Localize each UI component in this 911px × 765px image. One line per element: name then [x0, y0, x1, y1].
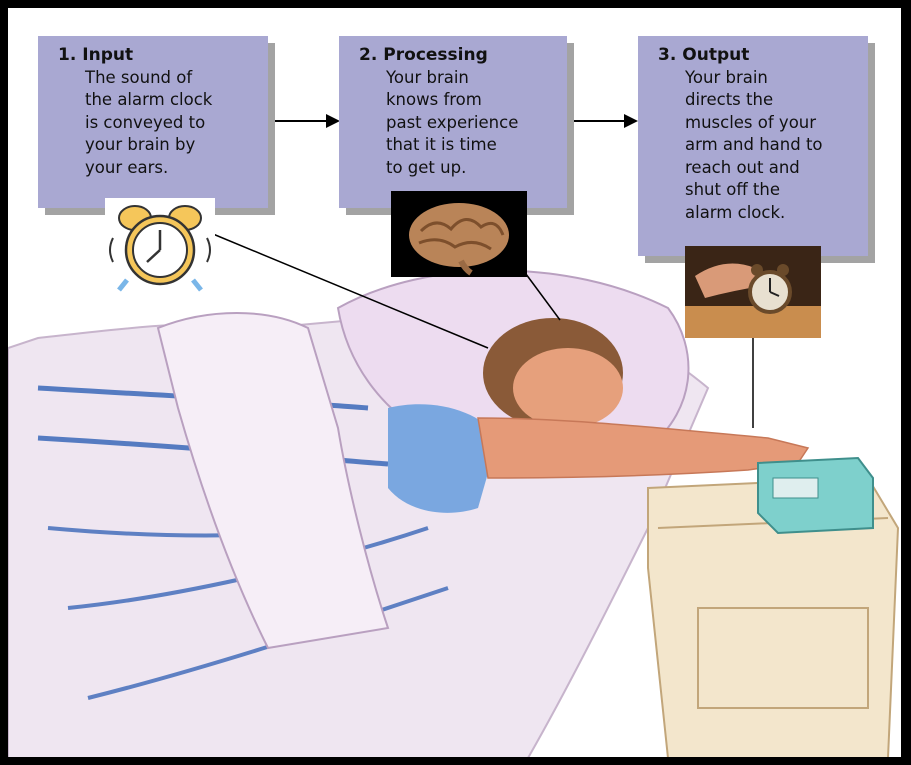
right-arrow-icon [270, 114, 340, 128]
hand-on-alarm-clock-photo [685, 246, 821, 338]
step-title: Output [682, 45, 749, 65]
step-description: Your brain knows from past experience th… [359, 67, 557, 180]
step-description: Your brain directs the muscles of your a… [658, 67, 858, 225]
step-output-box: 3. Output Your brain directs the muscles … [638, 36, 868, 256]
alarm-clock-icon [105, 198, 215, 294]
step-heading: 2. Processing [359, 44, 557, 67]
step-number: 1. [58, 45, 76, 65]
step-heading: 1. Input [58, 44, 258, 67]
step-description: The sound of the alarm clock is conveyed… [58, 67, 258, 180]
step-number: 2. [359, 45, 377, 65]
brain-icon [391, 191, 527, 277]
step-number: 3. [658, 45, 676, 65]
step-title: Input [82, 45, 133, 65]
step-heading: 3. Output [658, 44, 858, 67]
right-arrow-icon [568, 114, 638, 128]
step-input-box: 1. Input The sound of the alarm clock is … [38, 36, 268, 208]
step-processing-box: 2. Processing Your brain knows from past … [339, 36, 567, 208]
step-title: Processing [383, 45, 487, 65]
